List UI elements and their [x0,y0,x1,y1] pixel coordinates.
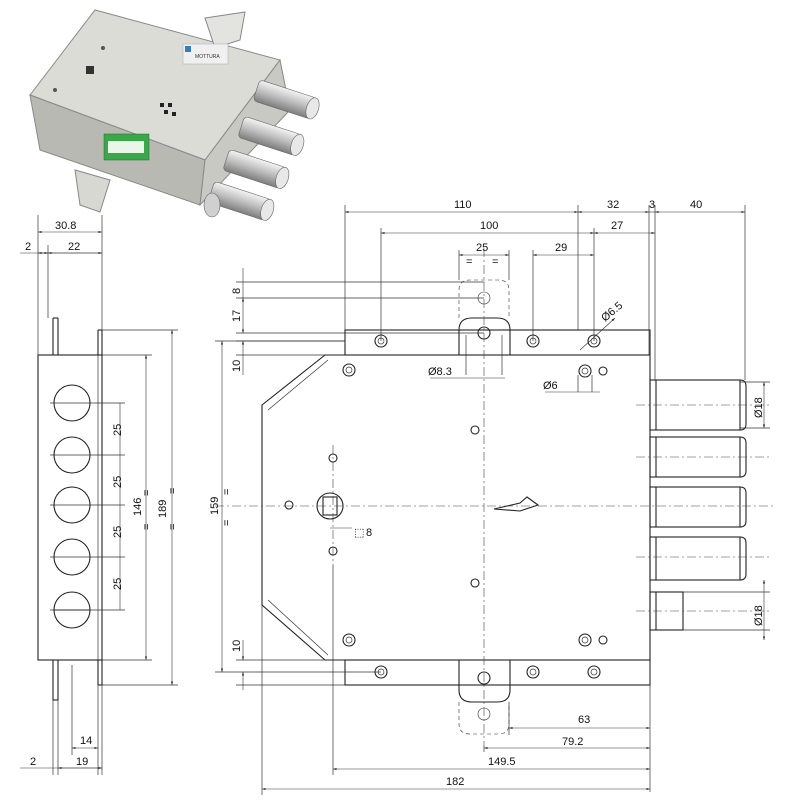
spindle-size: 8 [366,527,372,539]
svg-text:=: = [167,524,179,530]
dim-22: 22 [68,241,80,253]
photo-brand: MOTTURA [195,54,220,60]
bolt-diameter-18: Ø18 [753,397,765,418]
dim-2-bottom: 2 [30,756,36,768]
dim-10-bottom: 10 [231,640,243,652]
dim-189: 189 [157,500,169,518]
dim-10-top: 10 [231,360,243,372]
svg-text:=: = [221,520,233,526]
lock-body-outline [261,354,651,661]
front-view: ⬚ 8 Ø18 Ø18 [215,248,775,745]
photo-bolts [203,80,320,221]
svg-text:=: = [221,489,233,495]
lock-photo: MOTTURA [29,9,320,221]
dim-30-8: 30.8 [55,220,76,232]
svg-text:=: = [167,488,179,494]
pitch-25-b: 25 [112,476,124,488]
deadbolts [649,379,747,631]
pitch-25-d: 25 [112,578,124,590]
dim-146: 146 [132,498,144,516]
faceplate-bottom [344,659,651,686]
svg-text:=: = [466,256,472,268]
dim-8: 8 [231,288,243,294]
side-bolt-circles [53,384,91,629]
dim-29: 29 [555,242,567,254]
pitch-25-a: 25 [112,424,124,436]
dim-17: 17 [231,310,243,322]
dim-27: 27 [611,220,623,232]
dim-25-top: 25 [476,242,488,254]
spindle-size-label: ⬚ [354,526,364,539]
dim-32: 32 [607,199,619,211]
dim-63: 63 [578,714,590,726]
svg-text:=: = [141,524,153,530]
fixing-holes [284,334,608,679]
dim-149-5: 149.5 [488,756,516,768]
key-slot [493,496,540,512]
dim-79-2: 79.2 [562,736,583,748]
hole-d8-3: Ø8.3 [428,366,452,378]
top-dimensions: 110 32 3 40 100 27 25 == 29 Ø6.5 Ø8.3 Ø6 [344,199,746,393]
dim-3: 3 [649,199,655,211]
svg-text:=: = [492,256,498,268]
bottom-dimensions: 63 79.2 149.5 182 [261,565,651,795]
dim-14: 14 [80,735,92,747]
left-dimensions: 8 17 10 159 = = 10 [209,268,484,690]
faceplate-top [344,329,651,356]
side-view-body [37,354,103,661]
hole-d6: Ø6 [543,380,558,392]
latch-diameter-18: Ø18 [753,605,765,626]
dim-2-top: 2 [25,241,31,253]
pitch-25-c: 25 [112,526,124,538]
side-view: 25 25 25 25 146 = = 189 = = 30.8 2 22 14… [20,215,179,775]
svg-text:=: = [141,490,153,496]
dim-19: 19 [76,756,88,768]
dim-100: 100 [480,220,498,232]
dim-40: 40 [690,199,702,211]
dim-110: 110 [454,199,472,211]
photo-brand-plate [182,43,229,65]
bottom-striker [458,660,511,735]
dim-159: 159 [209,497,221,515]
photo-keyhole [86,66,94,74]
dim-182: 182 [446,776,464,788]
